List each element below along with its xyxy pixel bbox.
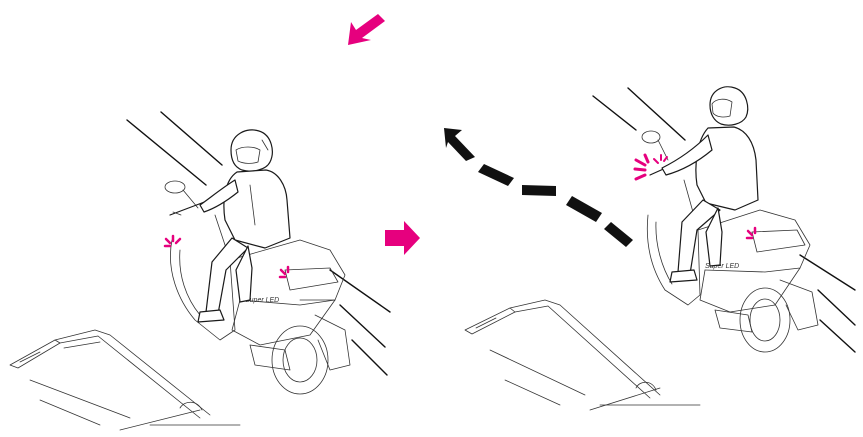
down-left-arrow-icon (348, 14, 385, 45)
turn-signal-blink-icon (633, 153, 757, 240)
speed-lines (592, 87, 856, 353)
left-panel: Super LED (9, 111, 391, 431)
rider (661, 86, 759, 283)
brand-badge: Super LED (705, 263, 739, 270)
curved-path-arrow-icon (444, 128, 633, 247)
turn-signal-blink-icon (163, 234, 290, 279)
scooter: Super LED (641, 130, 819, 353)
rider (197, 129, 291, 323)
scooter: Super LED (164, 180, 351, 395)
road-curb (464, 299, 701, 411)
speed-lines (126, 111, 391, 376)
right-arrow-icon (385, 221, 420, 255)
brand-badge: Super LED (245, 297, 279, 304)
road-curb (9, 329, 241, 431)
right-panel: Super LED (464, 86, 856, 411)
